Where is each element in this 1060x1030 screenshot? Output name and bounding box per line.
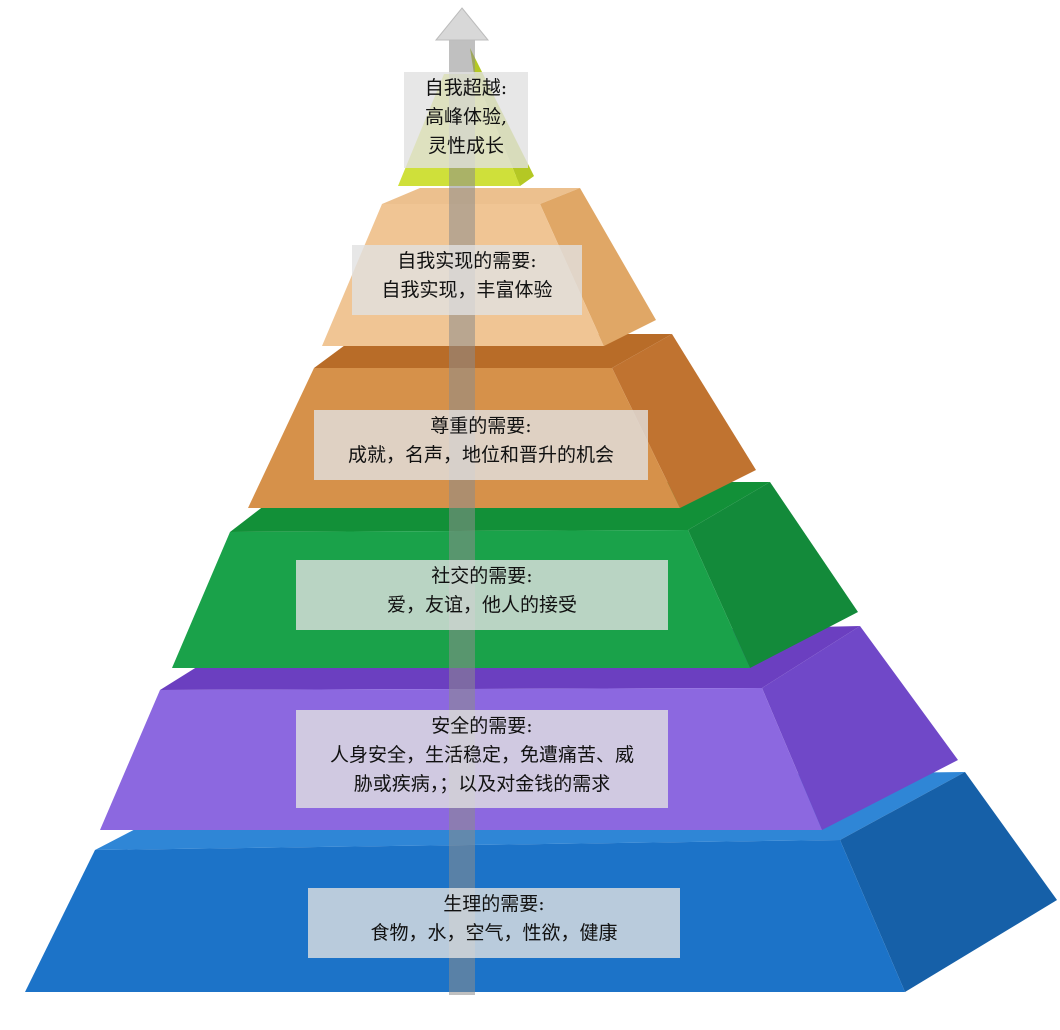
level-description: 爱，友谊，他人的接受 [386,594,577,616]
tier-top-face [382,188,580,204]
level-description: 人身安全，生活稳定，免遭痛苦、威 [329,744,634,766]
level-label-physiological: 生理的需要: 食物，水，空气，性欲，健康 [308,888,680,958]
level-title: 生理的需要: [443,893,545,915]
level-description: 胁或疾病，；以及对金钱的需求 [353,773,611,795]
level-label-self-actualization: 自我实现的需要: 自我实现，丰富体验 [352,245,582,315]
level-label-self-transcendence: 自我超越: 高峰体验, 灵性成长 [404,72,528,168]
level-title: 安全的需要: [431,715,533,737]
level-label-esteem: 尊重的需要: 成就，名声，地位和晋升的机会 [314,410,648,480]
tier-side-face [688,482,858,668]
level-description: 自我实现，丰富体验 [381,279,553,301]
level-description: 成就，名声，地位和晋升的机会 [347,444,614,466]
tier-side-face [840,772,1057,992]
level-title: 尊重的需要: [430,415,532,437]
level-description: 高峰体验, [424,106,508,128]
level-description: 灵性成长 [427,135,504,157]
level-title: 自我实现的需要: [397,250,537,272]
tier-side-face [540,188,656,346]
level-description: 食物，水，空气，性欲，健康 [370,922,618,944]
level-title: 自我超越: [424,77,508,99]
tier-side-face [612,334,756,508]
arrow-up-icon [434,7,490,41]
tier-side-face [762,626,958,830]
level-label-social: 社交的需要: 爱，友谊，他人的接受 [296,560,668,630]
level-title: 社交的需要: [431,565,533,587]
arrow-shaft [449,40,475,995]
level-label-safety: 安全的需要: 人身安全，生活稳定，免遭痛苦、威 胁或疾病，；以及对金钱的需求 [296,710,668,808]
